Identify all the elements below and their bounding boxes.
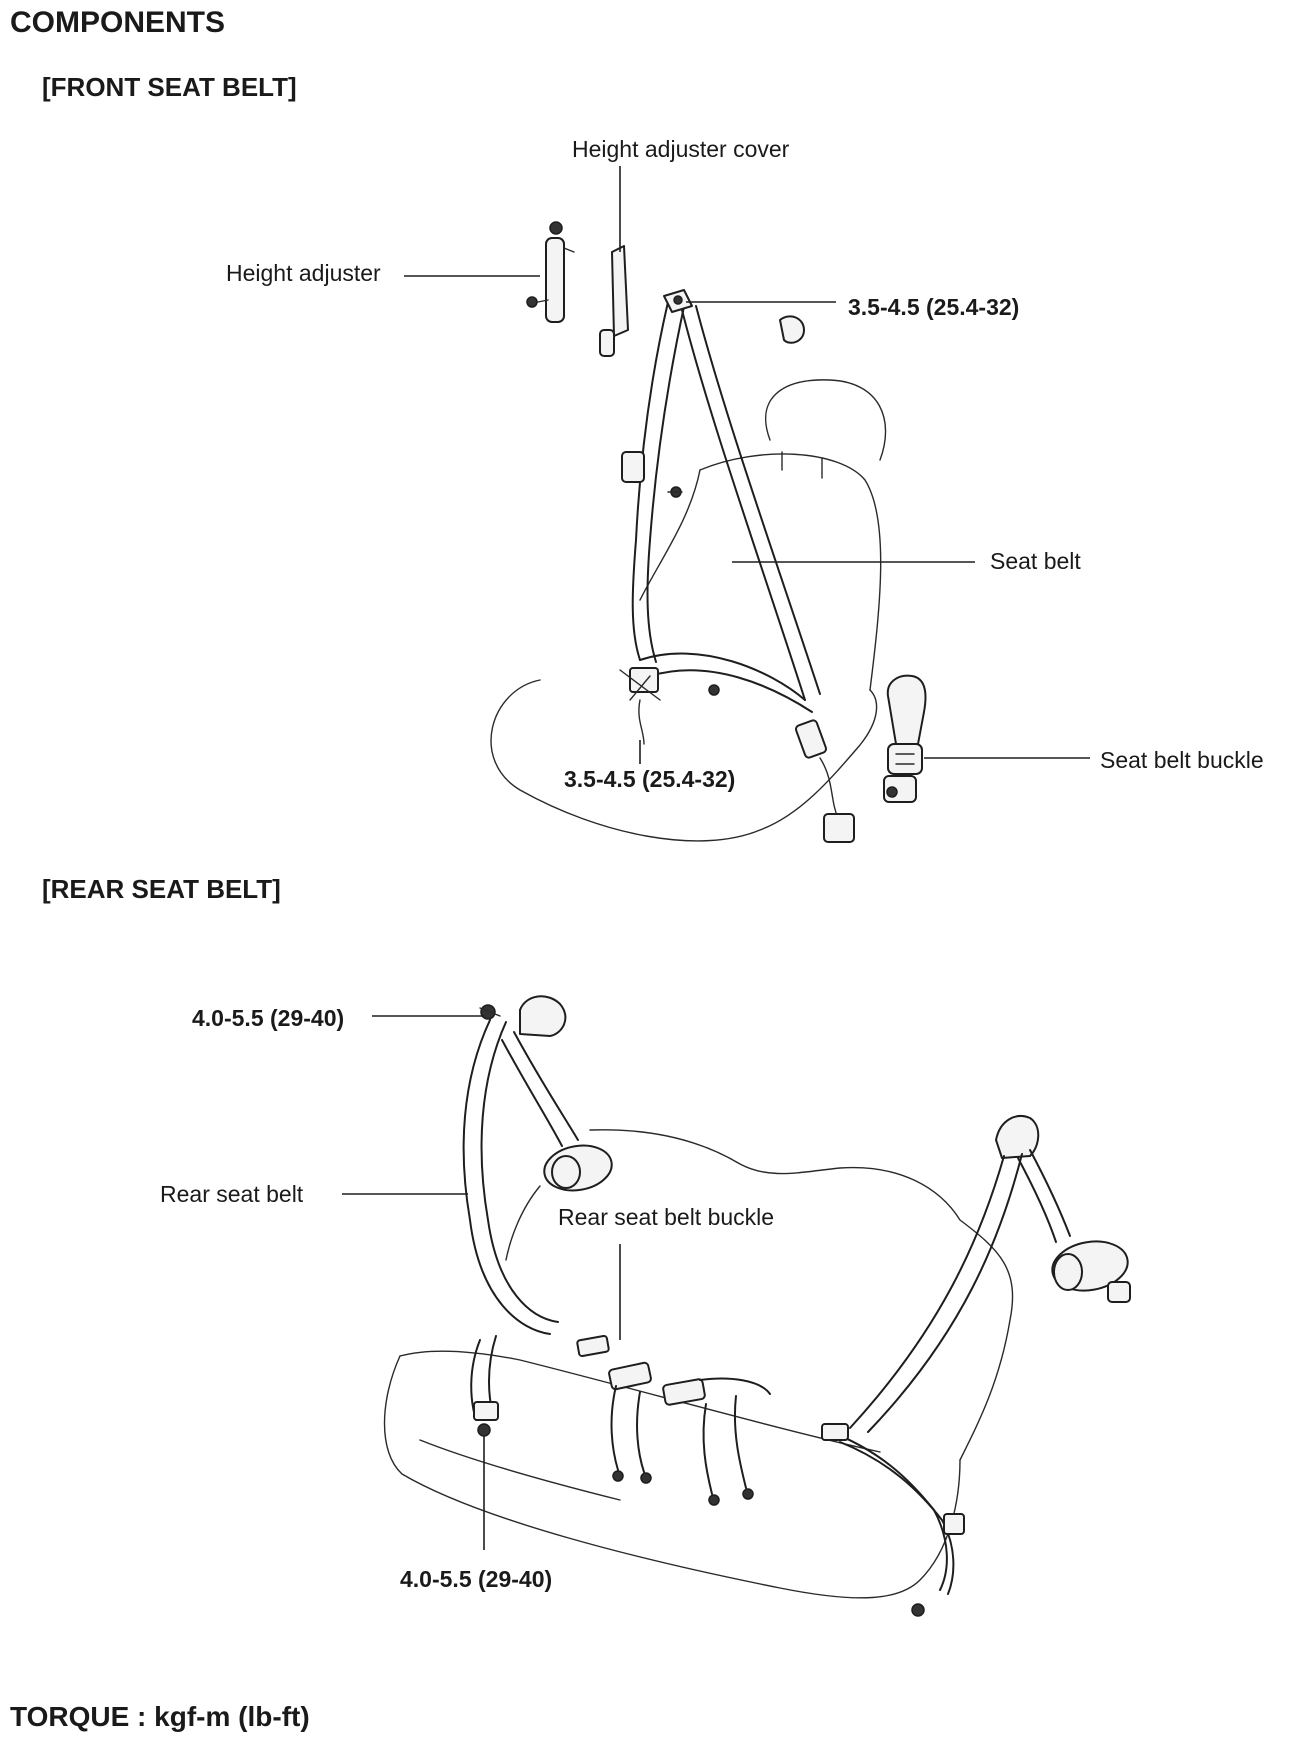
rear-left-webbing bbox=[462, 1019, 551, 1335]
label-seat-belt-buckle: Seat belt buckle bbox=[1100, 747, 1264, 773]
front-seat-belt-drawing bbox=[404, 166, 1090, 843]
torque-units-note: TORQUE : kgf-m (lb-ft) bbox=[10, 1701, 310, 1732]
rear-seat-back bbox=[589, 1129, 1014, 1461]
rear-left-upper-anchor bbox=[479, 995, 567, 1037]
rear-right-webbing bbox=[849, 1155, 1005, 1429]
front-belt-guide bbox=[621, 451, 645, 483]
rear-seat-cushion bbox=[383, 1355, 961, 1599]
rear-section-title: [REAR SEAT BELT] bbox=[42, 874, 281, 904]
torque-front-lower-anchor: 3.5-4.5 (25.4-32) bbox=[564, 766, 736, 792]
front-seat-back bbox=[699, 453, 882, 691]
rear-seat-belt-drawing bbox=[342, 995, 1131, 1617]
front-lower-anchor bbox=[619, 667, 661, 745]
rear-right-retractor bbox=[1051, 1240, 1131, 1303]
height-adjuster-cover-part bbox=[599, 245, 629, 357]
front-headrest bbox=[765, 379, 887, 461]
label-rear-seat-belt-buckle: Rear seat belt buckle bbox=[558, 1204, 775, 1230]
rear-center-buckles bbox=[576, 1334, 771, 1506]
front-belt-webbing bbox=[631, 301, 669, 661]
label-rear-seat-belt: Rear seat belt bbox=[160, 1181, 304, 1207]
front-seat-belt-buckle-part bbox=[883, 674, 927, 803]
rear-left-lower-bolt bbox=[477, 1423, 491, 1437]
height-adjuster-part bbox=[526, 221, 575, 323]
front-seat-cushion bbox=[490, 679, 878, 842]
rear-left-retractor bbox=[505, 1144, 613, 1261]
rear-right-lower-bolt bbox=[911, 1603, 925, 1617]
label-height-adjuster-cover: Height adjuster cover bbox=[572, 136, 790, 162]
front-tongue-plate bbox=[794, 719, 855, 843]
torque-rear-upper-anchor: 4.0-5.5 (29-40) bbox=[192, 1005, 345, 1031]
label-seat-belt: Seat belt bbox=[990, 548, 1081, 574]
torque-front-upper-anchor: 3.5-4.5 (25.4-32) bbox=[848, 294, 1020, 320]
torque-rear-lower-anchor: 4.0-5.5 (29-40) bbox=[400, 1566, 553, 1592]
page-title: COMPONENTS bbox=[10, 6, 226, 39]
anchor-cap bbox=[779, 315, 805, 344]
label-height-adjuster: Height adjuster bbox=[226, 260, 381, 286]
front-section-title: [FRONT SEAT BELT] bbox=[42, 72, 297, 102]
